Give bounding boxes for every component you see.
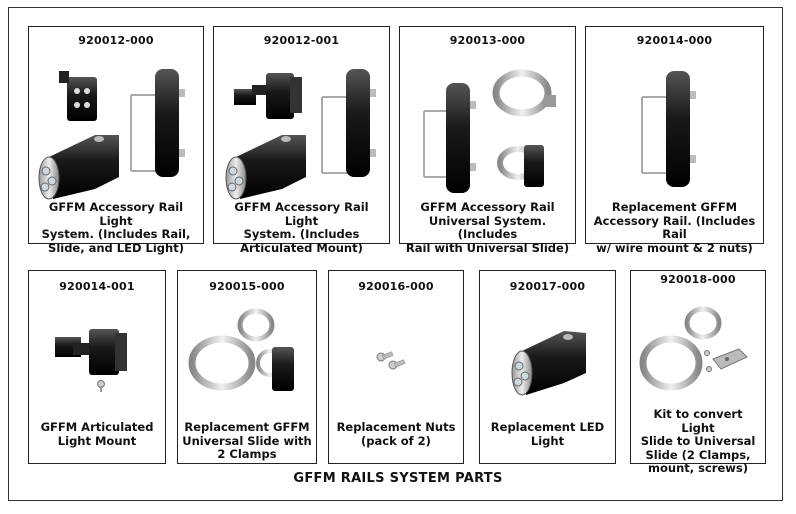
part-illustration [639,306,748,391]
desc-line: System. (Includes Rail, [41,227,191,241]
part-illustration [376,351,406,370]
slide-mount-icon [59,71,97,121]
desc-line: System. (Includes [243,227,360,241]
part-description: GFFM Accessory Rail Light System. (Inclu… [218,200,385,255]
part-number: 920016-000 [358,280,434,293]
part-description: Kit to convert Light Slide to Universal … [635,407,761,476]
desc-line: GFFM Articulated [40,420,154,434]
part-description: GFFM Accessory Rail Universal System. (I… [404,200,571,255]
articulated-mount-icon [234,73,302,119]
clamp-icon [492,69,556,117]
rail-icon [641,71,696,187]
desc-line: GFFM Accessory Rail Light [48,200,184,228]
part-number: 920014-001 [59,280,135,293]
part-card-920013-000: 920013-000 GFFM Accessory Rail Universal… [399,26,576,254]
led-light-icon [38,135,119,200]
desc-line: Replacement LED [490,420,605,434]
desc-line: Universal System. (Includes [428,213,547,241]
part-illustration [188,308,294,391]
articulated-mount-icon [55,329,127,375]
catalog-frame [8,7,783,501]
universal-slide-icon [256,347,294,391]
desc-line: (pack of 2) [361,433,431,448]
screw-icon [704,350,712,372]
screw-icon [97,380,105,392]
part-illustration [511,331,586,396]
desc-line: Light Mount [57,433,137,448]
led-light-icon [511,331,586,396]
part-card-920017-000: 920017-000 Replacement LED Light [479,270,616,464]
desc-line: Replacement GFFM [184,420,310,434]
desc-line: GFFM Accessory Rail [420,200,555,214]
desc-line: 2 Clamps [217,447,277,461]
nut-icon [376,351,406,370]
desc-line: Rail with Universal Slide) [405,240,570,255]
part-card-920014-001: 920014-001 GFFM Articulated Light Mount [28,270,166,464]
rail-icon [423,83,476,193]
part-illustration [55,329,127,392]
desc-line: Light [530,433,565,448]
desc-line: GFFM Accessory Rail Light [234,200,369,228]
desc-line: Slide to Universal [640,434,756,448]
part-number: 920014-000 [636,34,713,47]
mount-plate-icon [712,348,748,370]
clamp-icon [188,308,275,391]
part-card-920018-000: 920018-000 Kit to convert Light Slide to… [630,270,766,475]
desc-line: Universal Slide with [182,433,312,448]
part-illustration [423,69,556,193]
desc-line: Kit to convert Light [653,407,743,435]
part-illustration [225,69,376,200]
part-card-920012-000: 920012-000 GFFM Accessory Rail Ligh [28,26,204,254]
desc-line: Replacement GFFM [611,200,738,214]
part-card-920012-001: 920012-001 GFFM Accessory Rail Ligh [213,26,390,254]
part-description: GFFM Articulated Light Mount [33,420,161,448]
desc-line: Replacement Nuts [336,420,456,434]
part-card-920015-000: 920015-000 Replacement GFFM Universal Sl… [177,270,317,464]
part-description: Replacement GFFM Accessory Rail. (Includ… [590,200,759,255]
desc-line: Accessory Rail. (Includes Rail [593,213,756,241]
desc-line: Slide (2 Clamps, [645,447,751,462]
rail-icon [321,69,376,177]
part-illustration [38,69,185,200]
clamp-icon [639,306,722,391]
part-number: 920013-000 [449,34,526,47]
rail-icon [130,69,185,177]
part-description: Replacement LED Light [484,420,611,448]
led-light-icon [225,135,306,200]
desc-line: Slide, and LED Light) [48,240,184,255]
part-illustration [641,71,696,187]
part-description: GFFM Accessory Rail Light System. (Inclu… [33,200,199,255]
page-caption: GFFM RAILS SYSTEM PARTS [293,471,503,486]
part-number: 920015-000 [209,280,285,293]
desc-line: Articulated Mount) [240,240,363,255]
part-number: 920017-000 [509,280,586,293]
part-number: 920012-000 [78,34,154,47]
desc-line: w/ wire mount & 2 nuts) [596,240,753,255]
part-description: Replacement GFFM Universal Slide with 2 … [182,420,312,462]
part-card-920014-000: 920014-000 Replacement GFFM Accessory Ra… [585,26,764,254]
part-number: 920018-000 [660,273,736,286]
part-description: Replacement Nuts (pack of 2) [333,420,459,448]
desc-line: mount, screws) [648,461,748,475]
part-number: 920012-001 [263,34,340,47]
part-card-920016-000: 920016-000 Replacement Nuts (pack of 2) [328,270,464,464]
universal-slide-icon [497,145,544,187]
